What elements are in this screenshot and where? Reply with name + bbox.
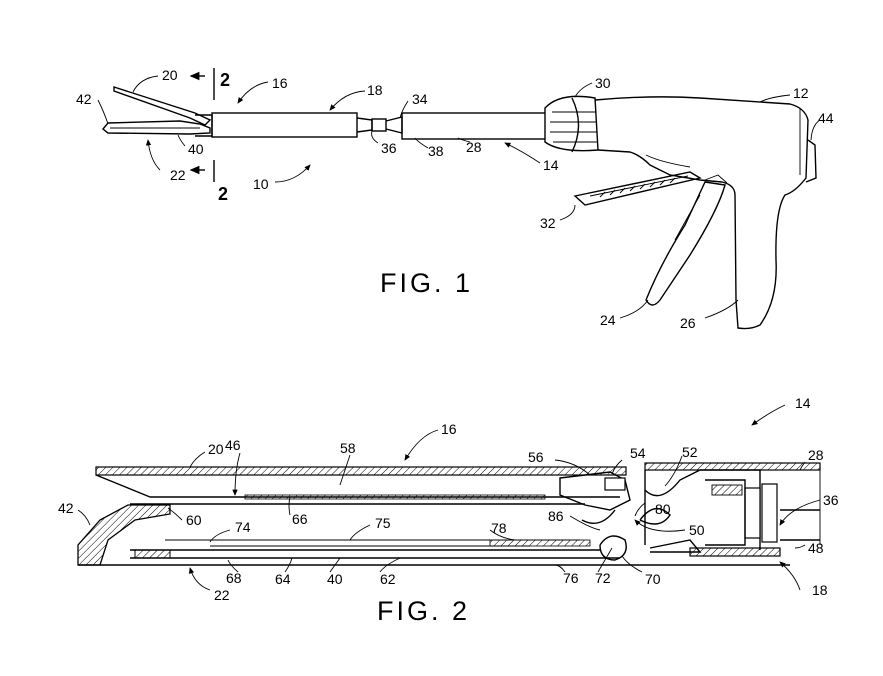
ref-label: 78: [491, 520, 507, 536]
ref-label: 48: [808, 540, 824, 556]
ref-label: 52: [682, 444, 698, 460]
ref-label: 20: [208, 441, 224, 457]
ref-label: 28: [808, 447, 824, 463]
ref-label: 44: [818, 110, 834, 126]
ref-label: 56: [528, 449, 544, 465]
ref-label: 54: [630, 445, 646, 461]
section-label: 2: [220, 70, 230, 90]
shaft: [212, 113, 552, 139]
ref-label: 66: [292, 511, 308, 527]
ref-label: 46: [225, 437, 241, 453]
figure-2-title: FIG. 2: [377, 596, 470, 626]
ref-label: 14: [543, 157, 559, 173]
outer-tube-bottom: [690, 548, 780, 556]
ref-label: 75: [375, 515, 391, 531]
ref-label: 68: [226, 570, 242, 586]
ref-label: 38: [428, 143, 444, 159]
ref-label: 18: [367, 82, 383, 98]
ref-label: 16: [272, 75, 288, 91]
ref-label: 80: [655, 501, 671, 517]
ref-label: 58: [340, 440, 356, 456]
ref-label: 74: [235, 519, 251, 535]
ref-label: 32: [540, 215, 556, 231]
ref-label: 30: [595, 75, 611, 91]
outer-tube-top: [645, 463, 820, 470]
ref-label: 24: [600, 312, 616, 328]
ref-label: 64: [275, 571, 291, 587]
ref-label: 10: [253, 176, 269, 192]
ref-label: 42: [76, 91, 92, 107]
ref-label: 20: [162, 67, 178, 83]
figure-1-title: FIG. 1: [380, 268, 473, 298]
trigger-lever: [646, 175, 727, 305]
ref-label: 40: [327, 571, 343, 587]
ref-label: 50: [689, 522, 705, 538]
ref-label: 18: [812, 582, 828, 598]
ref-label: 26: [680, 315, 696, 331]
firing-rack: [575, 172, 700, 205]
ref-label: 40: [188, 141, 204, 157]
ref-label: 70: [645, 571, 661, 587]
ref-label: 36: [823, 492, 839, 508]
ref-label: 34: [412, 91, 428, 107]
ref-label: 62: [380, 571, 396, 587]
ref-label: 36: [381, 140, 397, 156]
ref-label: 76: [563, 570, 579, 586]
handle-housing: [595, 97, 816, 329]
upper-jaw-wall: [96, 467, 626, 475]
ref-label: 86: [548, 508, 564, 524]
jaw-assembly: [103, 87, 212, 136]
ref-label: 28: [466, 139, 482, 155]
ref-label: 22: [170, 167, 186, 183]
ref-label: 16: [441, 421, 457, 437]
rotation-knob: [545, 96, 598, 152]
ref-label: 72: [595, 570, 611, 586]
section-label: 2: [218, 184, 228, 204]
ref-label: 12: [793, 85, 809, 101]
ref-label: 42: [58, 500, 74, 516]
ref-label: 60: [186, 512, 202, 528]
ref-label: 14: [795, 395, 811, 411]
ref-label: 22: [214, 587, 230, 603]
